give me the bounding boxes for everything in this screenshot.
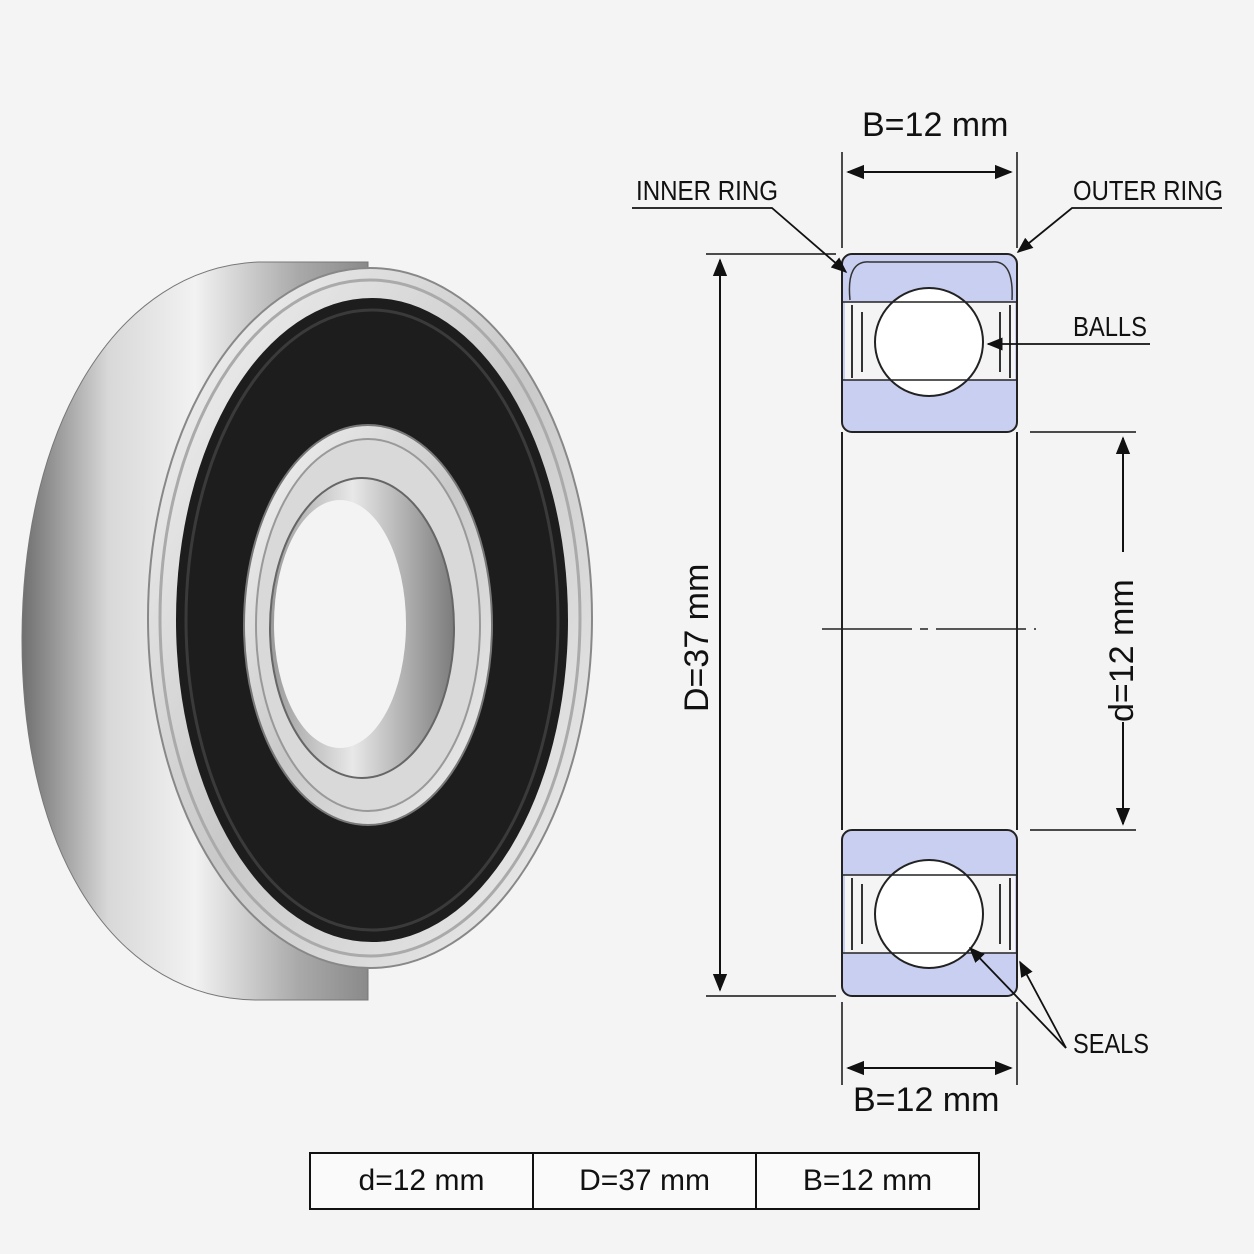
ball-bottom <box>874 859 984 969</box>
dimension-outer-diameter: D=37 mm <box>678 564 716 712</box>
leader-lines <box>632 207 1222 1049</box>
spec-cell-width: B=12 mm <box>802 1164 933 1197</box>
spec-cell-outer-diameter: D=37 mm <box>534 1154 757 1208</box>
dimension-b-top: B=12 mm <box>862 106 1008 144</box>
spec-table: d=12 mm D=37 mm B=12 mm <box>309 1152 980 1210</box>
spec-cell-inner-diameter: d=12 mm <box>311 1154 534 1208</box>
label-seals: SEALS <box>1073 1028 1149 1059</box>
ring-section-bottom <box>841 829 1018 997</box>
label-outer-ring: OUTER RING <box>1073 175 1223 206</box>
dimension-lines <box>706 152 1136 1085</box>
ring-section-top <box>841 253 1018 433</box>
label-balls: BALLS <box>1073 311 1147 342</box>
dimension-b-bottom: B=12 mm <box>853 1081 999 1119</box>
bearing-3d-illustration <box>21 261 593 1001</box>
label-inner-ring: INNER RING <box>636 175 778 206</box>
ball-top <box>874 287 984 397</box>
cross-section <box>822 253 1036 997</box>
dimension-inner-diameter: d=12 mm <box>1103 579 1141 722</box>
